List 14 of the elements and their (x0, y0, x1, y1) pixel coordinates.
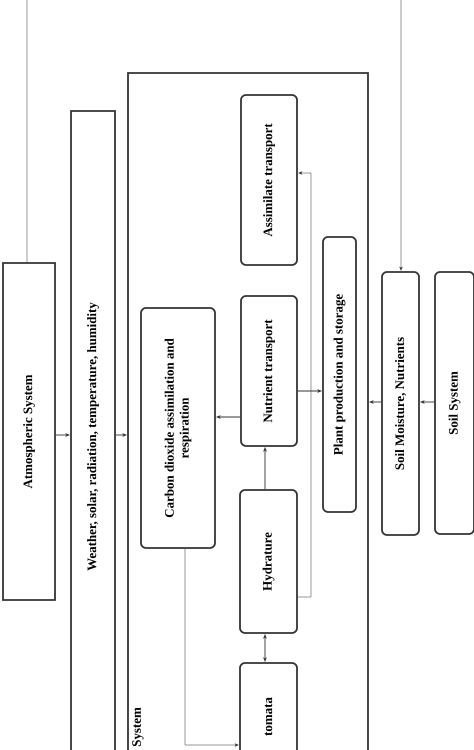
container-title: System (132, 707, 144, 746)
process-box: Nutrient transport (240, 295, 298, 447)
process-box: Hydrature (239, 489, 298, 634)
process-box: tomata (239, 662, 298, 750)
arrow (298, 171, 312, 598)
system-box: Atmospheric System (2, 262, 56, 601)
arrow (399, 0, 403, 271)
arrow (184, 548, 239, 747)
process-box: Plant production and storage (322, 236, 357, 513)
system-box: Soil System (434, 271, 474, 535)
input-box: Soil Moisture, Nutrients (381, 271, 420, 536)
process-box: Assimilate transport (240, 94, 298, 266)
input-box: Weather, solar, radiation, temperature, humidity (70, 110, 116, 750)
process-box: Carbon dioxide assimilation and respiration (140, 307, 216, 549)
